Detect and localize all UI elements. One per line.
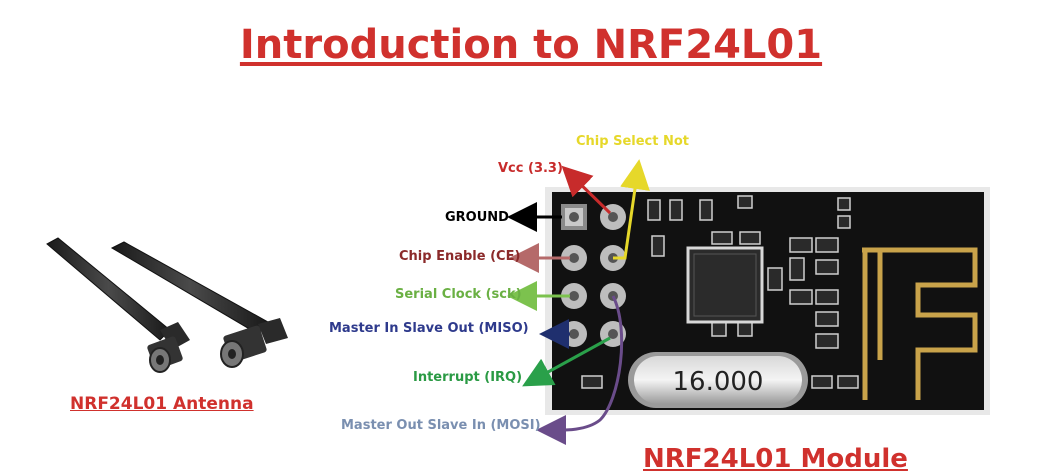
antenna-pair-illustration	[46, 237, 288, 373]
arrow-irq	[522, 336, 611, 387]
module-caption: NRF24L01 Module	[643, 444, 908, 474]
crystal-oscillator: 16.000	[628, 352, 808, 408]
pin-label-irq: Interrupt (IRQ)	[413, 370, 523, 385]
transceiver-chip	[686, 246, 764, 324]
antenna-caption: NRF24L01 Antenna	[70, 394, 254, 414]
crystal-label: 16.000	[673, 367, 764, 397]
pin-arrows	[507, 159, 650, 446]
arrow-vcc	[561, 165, 612, 215]
pcb-antenna-trace	[862, 247, 978, 400]
page-title: Introduction to NRF24L01	[239, 22, 823, 68]
antenna-left	[46, 237, 190, 373]
pin-label-mosi: Master Out Slave In (MOSI)	[341, 418, 541, 433]
nrf24l01-board: 16.000	[545, 187, 990, 415]
pin-label-chip-enable: Chip Enable (CE)	[399, 249, 521, 264]
pin-label-miso: Master In Slave Out (MISO)	[329, 321, 529, 336]
pin-label-chip-select-not: Chip Select Not	[576, 134, 690, 149]
pin-label-serial-clock: Serial Clock (sck)	[395, 287, 522, 302]
arrow-mosi	[536, 295, 624, 446]
antenna-right	[110, 241, 288, 368]
pin-label-ground: GROUND	[445, 210, 509, 225]
arrow-chip-select-not	[613, 159, 650, 260]
smd-components	[581, 195, 859, 389]
pin-label-vcc: Vcc (3.3)	[498, 161, 563, 176]
